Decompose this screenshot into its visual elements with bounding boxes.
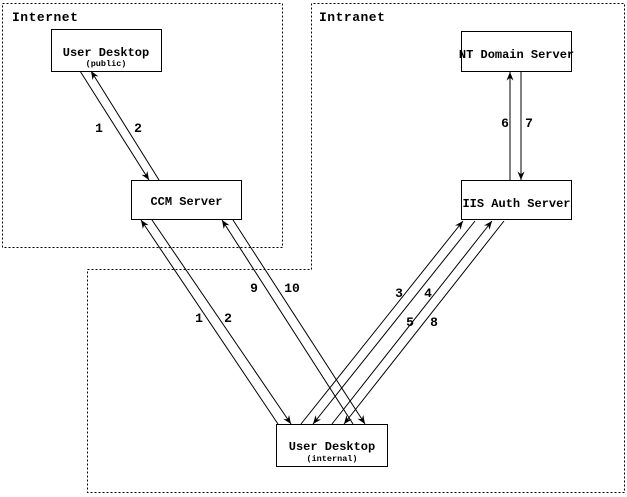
arrow-label-1-public: 1 — [95, 121, 103, 136]
arrow-label-5: 5 — [406, 315, 414, 330]
arrow-label-4: 4 — [424, 286, 432, 301]
arrow-label-2-internal: 2 — [224, 311, 232, 326]
arrow-label-10: 10 — [284, 281, 300, 296]
node-ccm-server: CCM Server — [131, 180, 242, 220]
user-desktop-public-sublabel: (public) — [86, 59, 127, 69]
arrow-label-3: 3 — [395, 286, 403, 301]
arrow-2-ccm-to-internal — [151, 219, 292, 425]
arrow-9-internal-to-ccm — [221, 219, 354, 425]
arrow-1-public-to-ccm — [79, 70, 150, 181]
user-desktop-public-box — [51, 29, 162, 72]
arrow-1-internal-to-ccm — [140, 219, 279, 425]
arrow-label-6: 6 — [501, 116, 509, 131]
message-arrows — [79, 70, 525, 425]
arrow-3-internal-to-iis — [300, 220, 464, 425]
internet-zone-outline — [2, 3, 283, 248]
iis-auth-server-label: IIS Auth Server — [462, 197, 570, 211]
user-desktop-internal-label: User Desktop — [289, 440, 375, 454]
ccm-server-label: CCM Server — [150, 195, 222, 209]
internet-zone-label: Internet — [12, 10, 78, 25]
arrow-labels: 1 2 6 7 1 2 9 10 3 4 5 8 — [95, 116, 533, 330]
arrow-label-1-internal: 1 — [195, 311, 203, 326]
iis-auth-server-box — [461, 180, 572, 220]
arrow-4-iis-to-internal — [312, 220, 476, 425]
intranet-zone-label: Intranet — [319, 10, 385, 25]
arrow-2-ccm-to-public — [90, 70, 160, 181]
nodes: User Desktop (public) CCM Server NT Doma… — [51, 29, 574, 467]
arrow-label-9: 9 — [250, 281, 258, 296]
intranet-zone-outline — [87, 3, 625, 493]
nt-domain-server-box — [461, 31, 572, 72]
arrow-label-7: 7 — [525, 116, 533, 131]
user-desktop-public-label: User Desktop — [63, 46, 149, 60]
node-user-desktop-public: User Desktop (public) — [51, 29, 162, 72]
arrow-8-iis-to-internal — [343, 220, 505, 425]
user-desktop-internal-box — [276, 424, 388, 467]
arrow-10-ccm-to-internal — [232, 219, 366, 425]
zones: Internet Intranet — [2, 3, 625, 493]
nt-domain-server-label: NT Domain Server — [459, 48, 574, 62]
arrow-5-internal-to-iis — [331, 220, 493, 425]
node-iis-auth-server: IIS Auth Server — [461, 180, 572, 220]
arrow-label-8: 8 — [430, 315, 438, 330]
user-desktop-internal-sublabel: (internal) — [306, 454, 357, 464]
node-user-desktop-internal: User Desktop (internal) — [276, 424, 388, 467]
node-nt-domain-server: NT Domain Server — [459, 31, 574, 72]
ccm-server-box — [131, 180, 242, 220]
arrow-label-2-public: 2 — [134, 121, 142, 136]
